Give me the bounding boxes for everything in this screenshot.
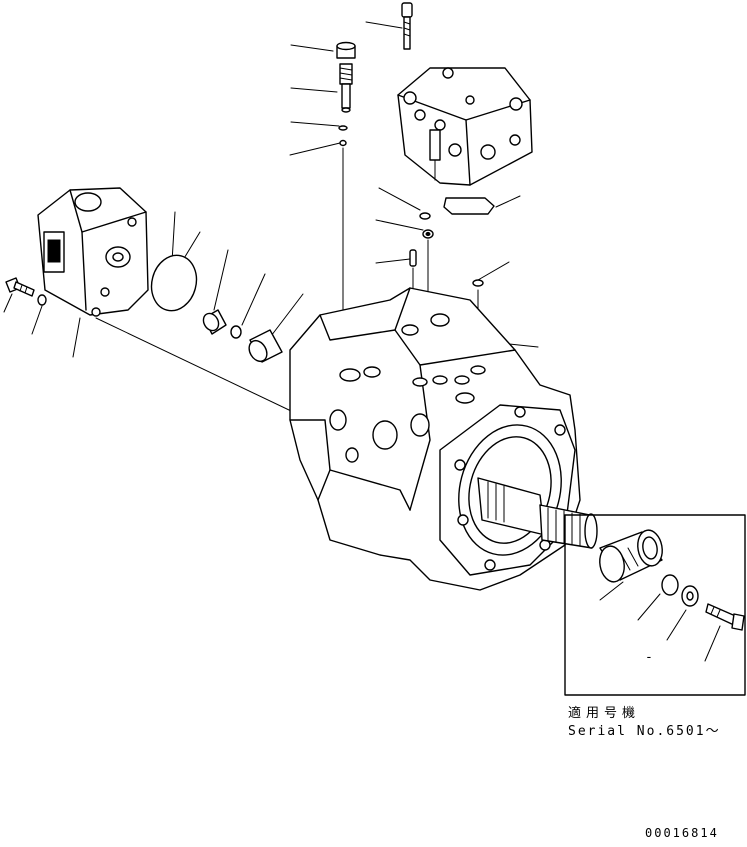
nut-part [336,41,356,59]
applicability-serial: Serial No.6501～ [568,724,721,739]
drive-shaft [477,477,598,549]
needle-bearing [248,329,283,363]
gasket-plate [443,197,495,215]
steel-ball [339,139,347,147]
washer-inset [681,585,699,607]
end-cover [37,187,149,317]
dowel-pin-left [409,249,417,267]
pump-housing [289,287,581,591]
inset-frame [564,514,746,696]
o-ring-right [472,279,484,287]
drawing-number: 00016814 [645,826,719,840]
bolt-left [5,277,35,297]
plug-part [422,229,434,239]
valve-block [397,67,533,186]
applicability-title: 適用号機 [568,706,641,721]
bolt-inset [705,603,745,631]
bolt-top [401,2,413,50]
retaining-ring [661,574,679,596]
snap-ring [230,325,242,339]
o-ring-small [338,125,348,131]
o-ring-mid [419,212,431,220]
washer-left [37,294,47,306]
bearing-race [599,529,663,583]
valve-spool [339,63,353,113]
bushing [202,309,227,335]
valve-plate-disc [150,254,198,312]
inset-dash: - [645,650,655,665]
